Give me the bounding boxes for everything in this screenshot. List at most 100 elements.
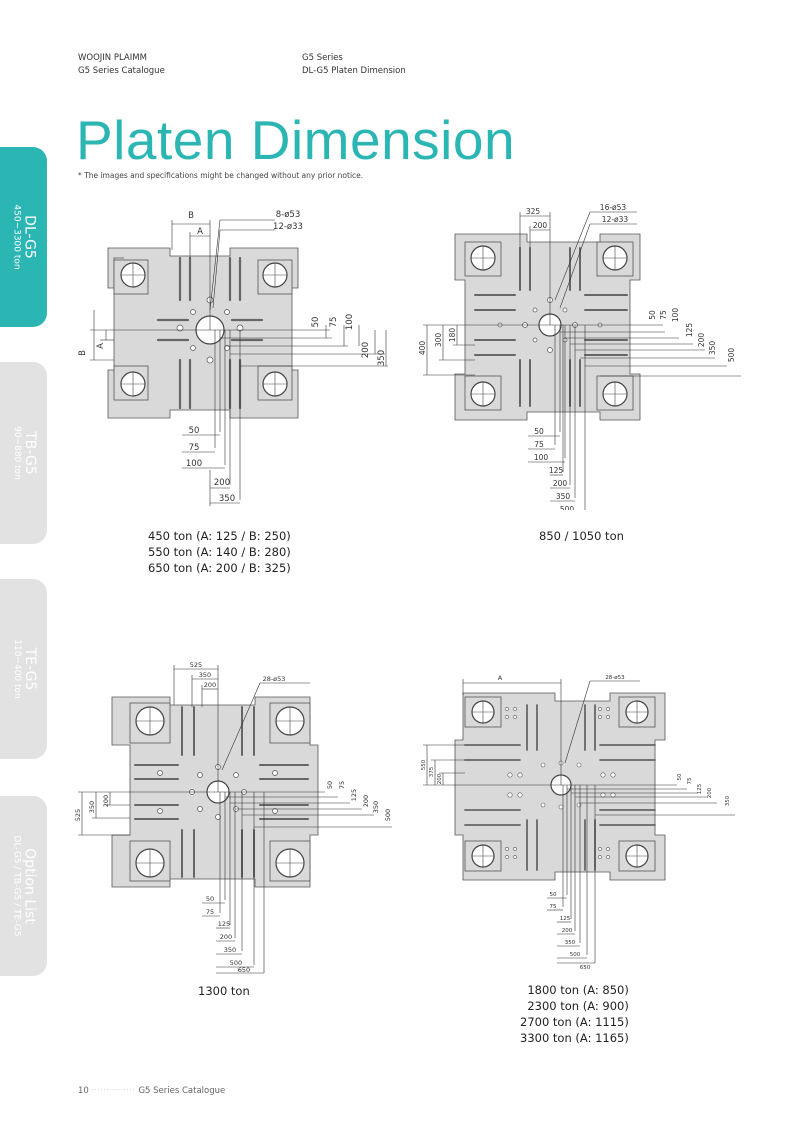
dim-bottom-200: 200 <box>553 479 568 488</box>
series-name: G5 Series <box>302 53 343 63</box>
tab-tb-g5-range: 90~880 ton <box>11 426 22 480</box>
dim-bottom-650: 650 <box>580 965 591 971</box>
dim-left-200: 200 <box>437 773 443 784</box>
dim-right-50: 50 <box>648 310 657 320</box>
dim-left-300: 300 <box>434 333 443 348</box>
dim-left-180: 180 <box>448 328 457 343</box>
dim-left-525: 525 <box>74 809 82 821</box>
caption-fig3: 1300 ton <box>198 983 250 999</box>
section-name: DL-G5 Platen Dimension <box>302 66 406 76</box>
dim-top-350: 350 <box>199 671 211 679</box>
dim-left-a: A <box>96 343 106 349</box>
tab-te-g5[interactable]: TE-G5 110~400 ton <box>0 579 47 759</box>
dim-bottom-75: 75 <box>550 904 557 910</box>
tab-option-list-name: Option List <box>21 848 38 924</box>
dim-bottom-50: 50 <box>206 895 214 903</box>
dim-right-350: 350 <box>377 350 387 366</box>
caption-line: 650 ton (A: 200 / B: 325) <box>148 561 291 575</box>
dim-left-375: 375 <box>429 766 435 777</box>
platen-drawing-1300: 525 350 200 28-ø53 525 350 200 50 75 125… <box>74 661 392 974</box>
dim-bottom-350: 350 <box>565 940 576 946</box>
dim-bottom-100: 100 <box>186 459 202 469</box>
dim-bottom-350: 350 <box>219 494 235 504</box>
caption-fig2: 850 / 1050 ton <box>539 528 624 544</box>
caption-fig4: 1800 ton (A: 850) 2300 ton (A: 900) 2700… <box>520 982 629 1046</box>
caption-line: 550 ton (A: 140 / B: 280) <box>148 545 291 559</box>
page-title: Platen Dimension <box>76 109 516 171</box>
dim-right-75: 75 <box>329 317 339 328</box>
dim-top-200: 200 <box>533 221 548 230</box>
tab-dl-g5-range: 450~3300 ton <box>11 204 22 270</box>
footer-dots: ··············· <box>91 1087 136 1094</box>
tab-option-list[interactable]: Option List DL-G5 / TB-G5 / TE-G5 <box>0 796 47 976</box>
header-right: G5 Series DL-G5 Platen Dimension <box>302 52 406 78</box>
dim-bottom-75: 75 <box>206 908 214 916</box>
dim-bottom-200: 200 <box>562 928 573 934</box>
caption-line: 1300 ton <box>198 984 250 998</box>
dim-bottom-125: 125 <box>218 920 230 928</box>
dim-right-50: 50 <box>677 773 683 780</box>
dim-right-125: 125 <box>350 789 358 801</box>
notice-text: * The images and specifications might be… <box>78 171 364 180</box>
caption-line: 2300 ton (A: 900) <box>527 999 629 1013</box>
dim-right-500: 500 <box>384 809 392 821</box>
caption-line: 850 / 1050 ton <box>539 529 624 543</box>
dim-bottom-75: 75 <box>189 443 200 453</box>
dim-right-200: 200 <box>697 333 706 348</box>
platen-drawing-450-650: B A 8-ø53 12-ø33 B A 50 75 100 200 350 5… <box>78 210 388 506</box>
caption-fig1: 450 ton (A: 125 / B: 250) 550 ton (A: 14… <box>148 528 291 576</box>
platen-drawing-850-1050: 325 200 16-ø53 12-ø33 400 300 180 50 75 … <box>418 203 741 510</box>
holes-label-2: 12-ø33 <box>602 215 629 224</box>
dim-bottom-50: 50 <box>550 892 557 898</box>
dim-bottom-350: 350 <box>224 946 236 954</box>
dim-right-100: 100 <box>671 308 680 323</box>
page-number: 10 <box>78 1086 89 1096</box>
dim-bottom-75: 75 <box>534 440 544 449</box>
caption-line: 3300 ton (A: 1165) <box>520 1031 629 1045</box>
caption-line: 1800 ton (A: 850) <box>527 983 629 997</box>
tab-dl-g5-name: DL-G5 <box>21 215 38 259</box>
dim-right-125: 125 <box>685 323 694 338</box>
caption-line: 2700 ton (A: 1115) <box>520 1015 629 1029</box>
header-left: WOOJIN PLAIMM G5 Series Catalogue <box>78 52 165 78</box>
dim-bottom-100: 100 <box>534 453 549 462</box>
footer: 10···············G5 Series Catalogue <box>78 1086 225 1096</box>
dim-right-75: 75 <box>338 781 346 789</box>
dim-top-325: 325 <box>526 207 541 216</box>
dim-top-a: A <box>197 227 203 237</box>
dim-top-b: B <box>188 211 194 221</box>
dim-left-550: 550 <box>421 759 427 770</box>
dim-bottom-125: 125 <box>560 916 571 922</box>
tab-tb-g5[interactable]: TB-G5 90~880 ton <box>0 362 47 544</box>
tab-dl-g5[interactable]: DL-G5 450~3300 ton <box>0 147 47 327</box>
holes-label-1: 8-ø53 <box>276 210 301 220</box>
dim-bottom-650: 650 <box>238 966 250 974</box>
tab-option-list-range: DL-G5 / TB-G5 / TE-G5 <box>11 835 22 937</box>
holes-label-1: 28-ø53 <box>605 675 625 681</box>
dim-left-400: 400 <box>418 341 427 356</box>
dim-right-500: 500 <box>727 348 736 363</box>
dim-right-75: 75 <box>659 310 668 320</box>
platen-drawing-1800-3300: A 28-ø53 550 375 200 50 75 125 200 350 5… <box>421 674 735 971</box>
holes-label-1: 28-ø53 <box>263 675 286 683</box>
dim-left-b: B <box>78 350 88 356</box>
catalogue-name: G5 Series Catalogue <box>78 66 165 76</box>
dim-bottom-50: 50 <box>189 426 200 436</box>
dim-bottom-200: 200 <box>214 478 230 488</box>
dim-bottom-200: 200 <box>220 933 232 941</box>
tab-tb-g5-name: TB-G5 <box>21 431 38 475</box>
dim-right-50: 50 <box>311 317 321 328</box>
tab-te-g5-name: TE-G5 <box>21 647 38 691</box>
dim-right-50: 50 <box>326 781 334 789</box>
dim-right-125: 125 <box>697 783 703 794</box>
dim-bottom-125: 125 <box>549 466 564 475</box>
caption-line: 450 ton (A: 125 / B: 250) <box>148 529 291 543</box>
dim-right-350: 350 <box>708 341 717 356</box>
dim-right-75: 75 <box>687 777 693 784</box>
company-name: WOOJIN PLAIMM <box>78 53 147 63</box>
dim-right-200: 200 <box>362 795 370 807</box>
holes-label-1: 16-ø53 <box>600 203 627 212</box>
holes-label-2: 12-ø33 <box>273 222 303 232</box>
dim-bottom-500: 500 <box>230 959 242 967</box>
dim-right-200: 200 <box>361 342 371 358</box>
